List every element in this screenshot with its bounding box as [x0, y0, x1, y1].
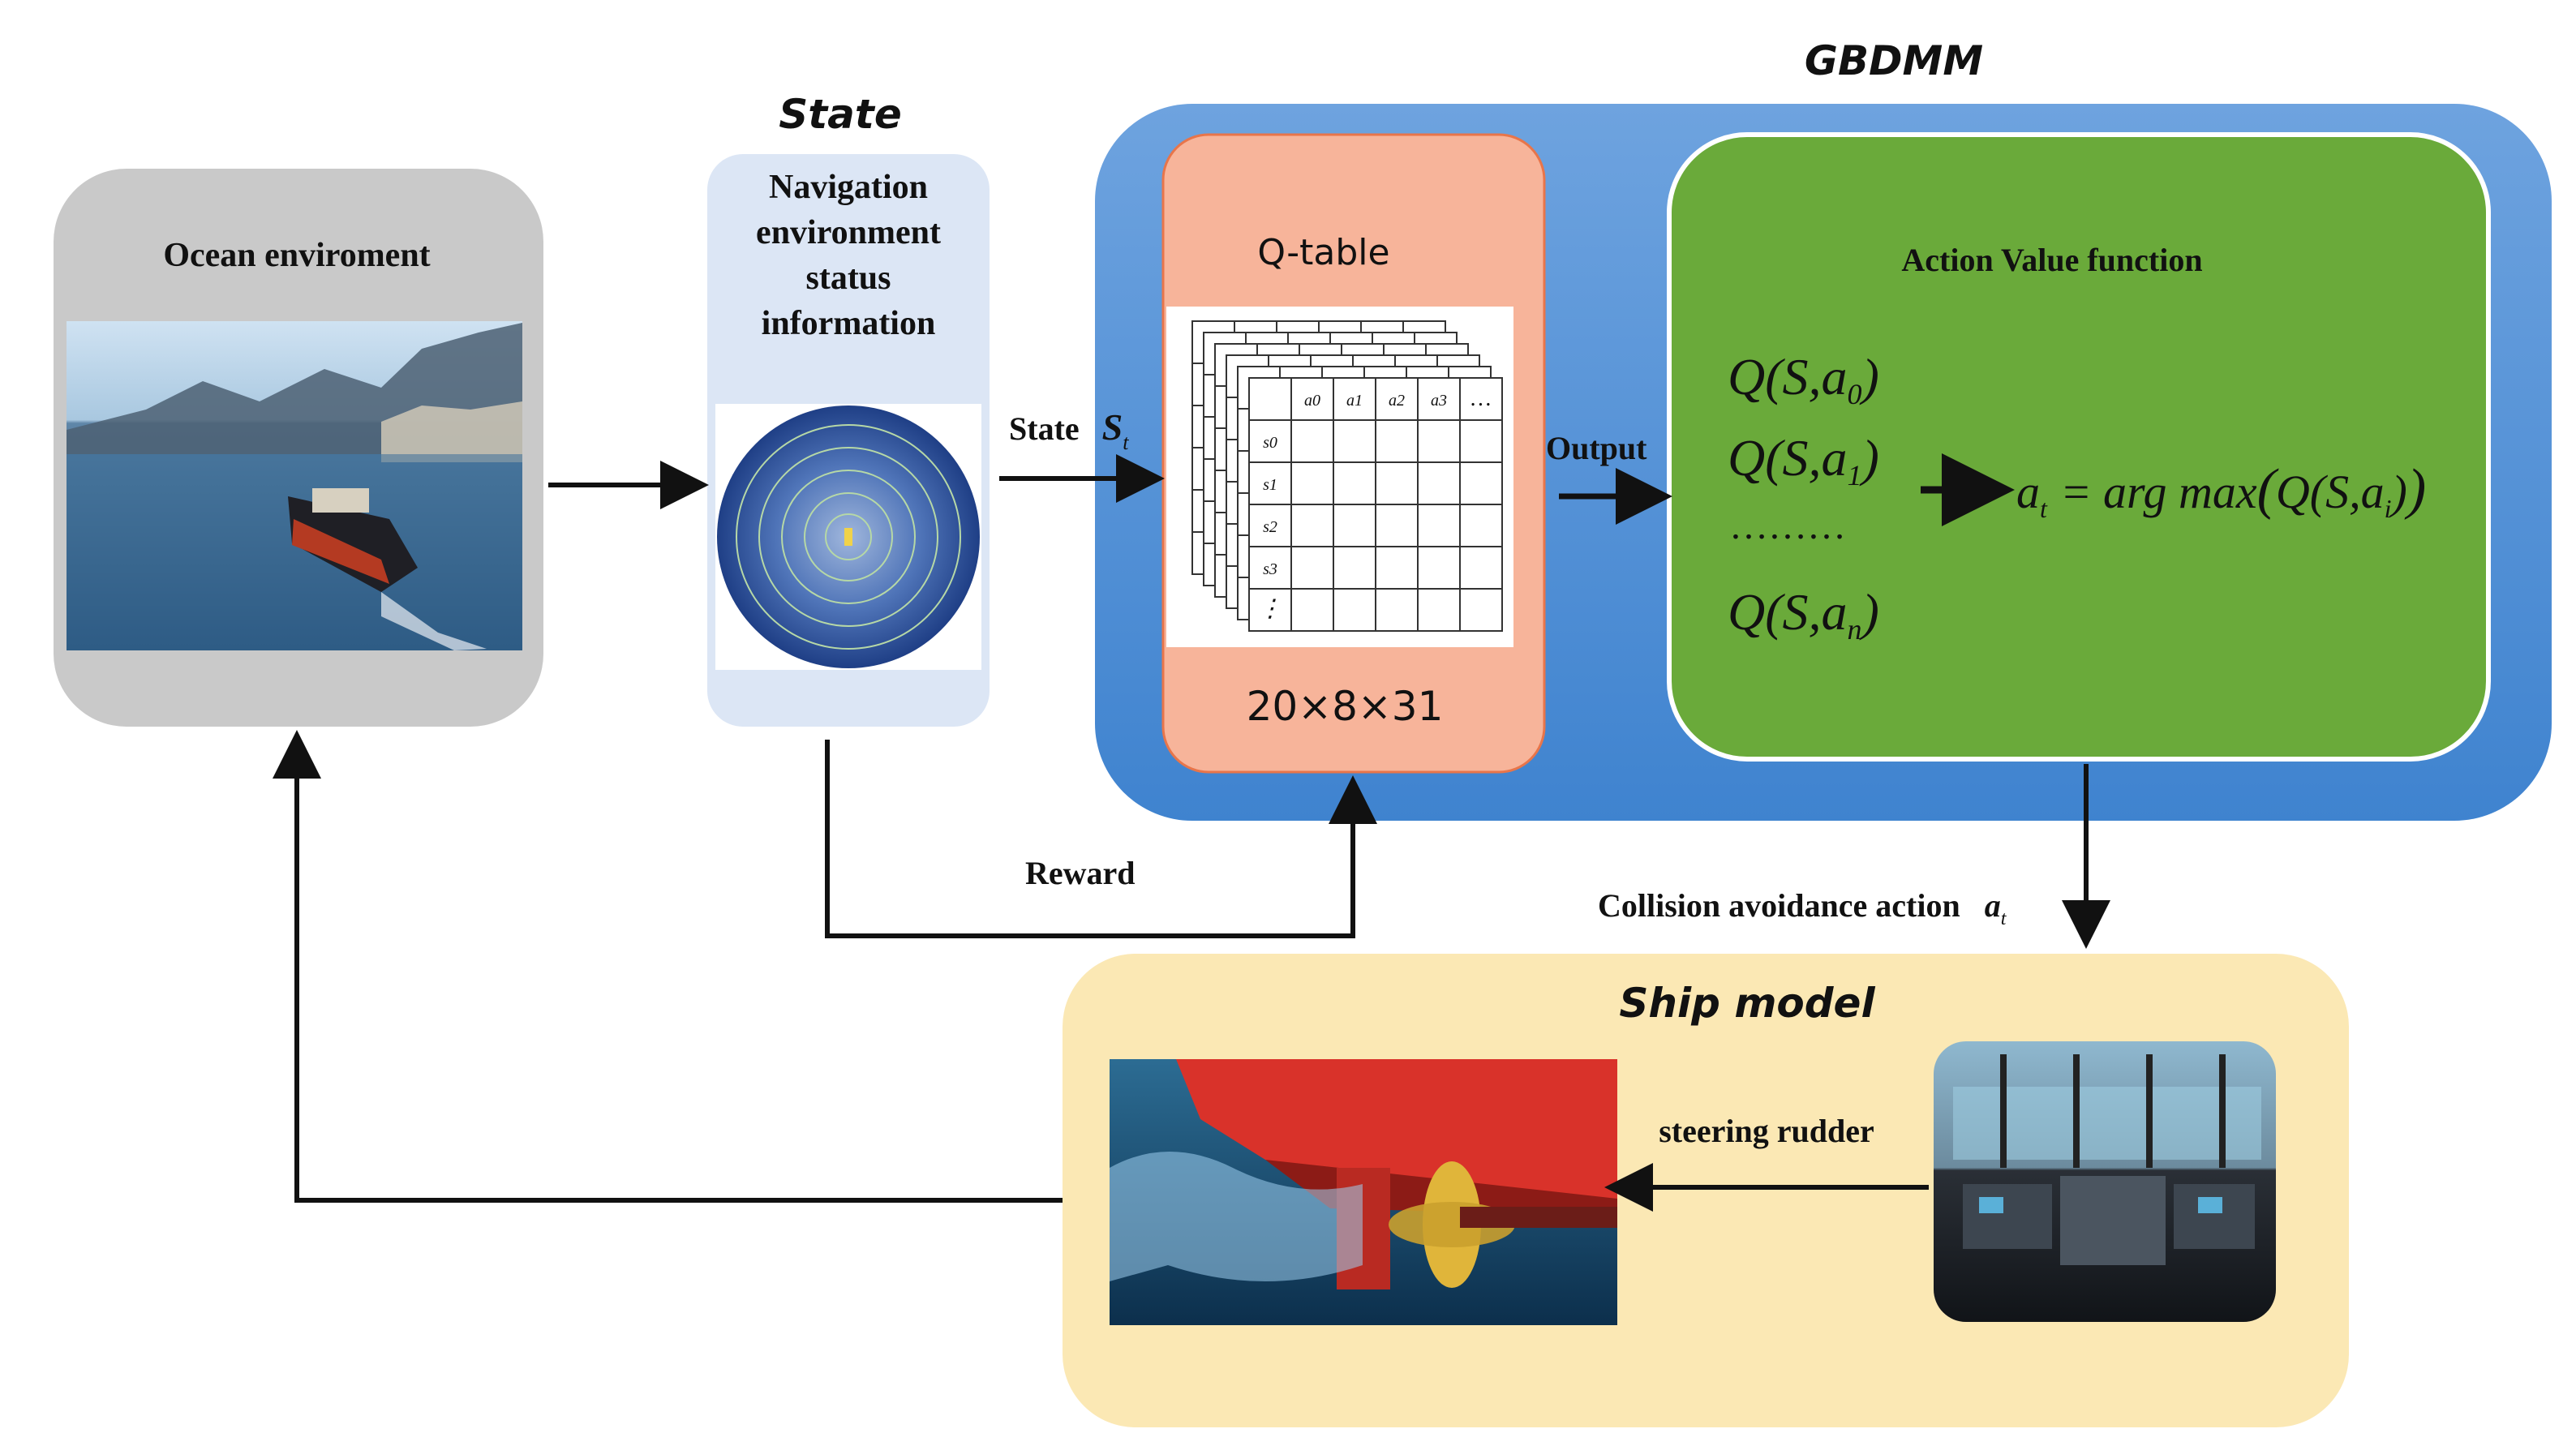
- steering-rudder-label: steering rudder: [1659, 1113, 1874, 1149]
- q-value-an: Q(S,an): [1728, 583, 1879, 646]
- radar-image: [715, 404, 981, 670]
- q-value-ellipsis: ………: [1729, 504, 1846, 547]
- ship-bridge-image: [1934, 1041, 2276, 1322]
- ship-model-block: Ship model steering rudder: [1063, 954, 2349, 1427]
- q-table-grid: a0 a1 a2 a3 … s0 s1 s2 s3 ⋮: [1191, 320, 1503, 632]
- q-table-row-label: s0: [1263, 434, 1277, 452]
- action-value-title: Action Value function: [1901, 242, 2202, 278]
- q-table-col-label: a0: [1304, 392, 1320, 410]
- state-header: State: [779, 91, 901, 138]
- q-value-a0: Q(S,a0): [1728, 348, 1879, 410]
- action-value-block: Action Value function Q(S,a0) Q(S,a1) ………: [1667, 132, 2491, 762]
- rudder-propeller-image: [1110, 1059, 1617, 1325]
- ocean-environment-label: Ocean enviroment: [163, 237, 430, 274]
- q-table-row-label: ⋮: [1258, 595, 1282, 622]
- ship-to-ocean-feedback-arrow: [273, 730, 1063, 1203]
- q-table-col-label: a2: [1389, 392, 1405, 410]
- q-table-col-label: …: [1471, 386, 1492, 411]
- ship-model-label: Ship model: [1619, 980, 1875, 1027]
- gbdmm-title: GBDMM: [1805, 37, 1983, 84]
- ocean-photo: [67, 321, 522, 650]
- reward-arrow: [825, 740, 1377, 938]
- state-line-3: status: [805, 260, 891, 297]
- argmax-equation: at=arg max(Q(S,ai)): [2016, 458, 2426, 523]
- state-line-2: environment: [756, 214, 941, 251]
- state-line-4: information: [762, 305, 936, 342]
- q-value-a1: Q(S,a1): [1728, 429, 1879, 491]
- q-table-block: Q-table a0 a1 a2 a3 … s0 s1 s2 s3 ⋮ 20×8×31: [1161, 133, 1546, 774]
- q-table-dims: 20×8×31: [1247, 683, 1444, 730]
- ocean-environment-block: Ocean enviroment: [54, 169, 543, 727]
- q-table-row-label: s2: [1263, 518, 1277, 536]
- q-table-col-label: a3: [1431, 392, 1447, 410]
- state-block: Navigation environment status informatio…: [707, 154, 990, 727]
- q-table-title: Q-table: [1257, 232, 1389, 273]
- q-table-col-label: a1: [1346, 392, 1363, 410]
- state-line-1: Navigation: [769, 169, 928, 206]
- q-table-row-label: s3: [1263, 560, 1277, 578]
- q-table-row-label: s1: [1263, 476, 1277, 494]
- reward-label: Reward: [1025, 855, 1136, 891]
- output-label: Output: [1546, 430, 1647, 466]
